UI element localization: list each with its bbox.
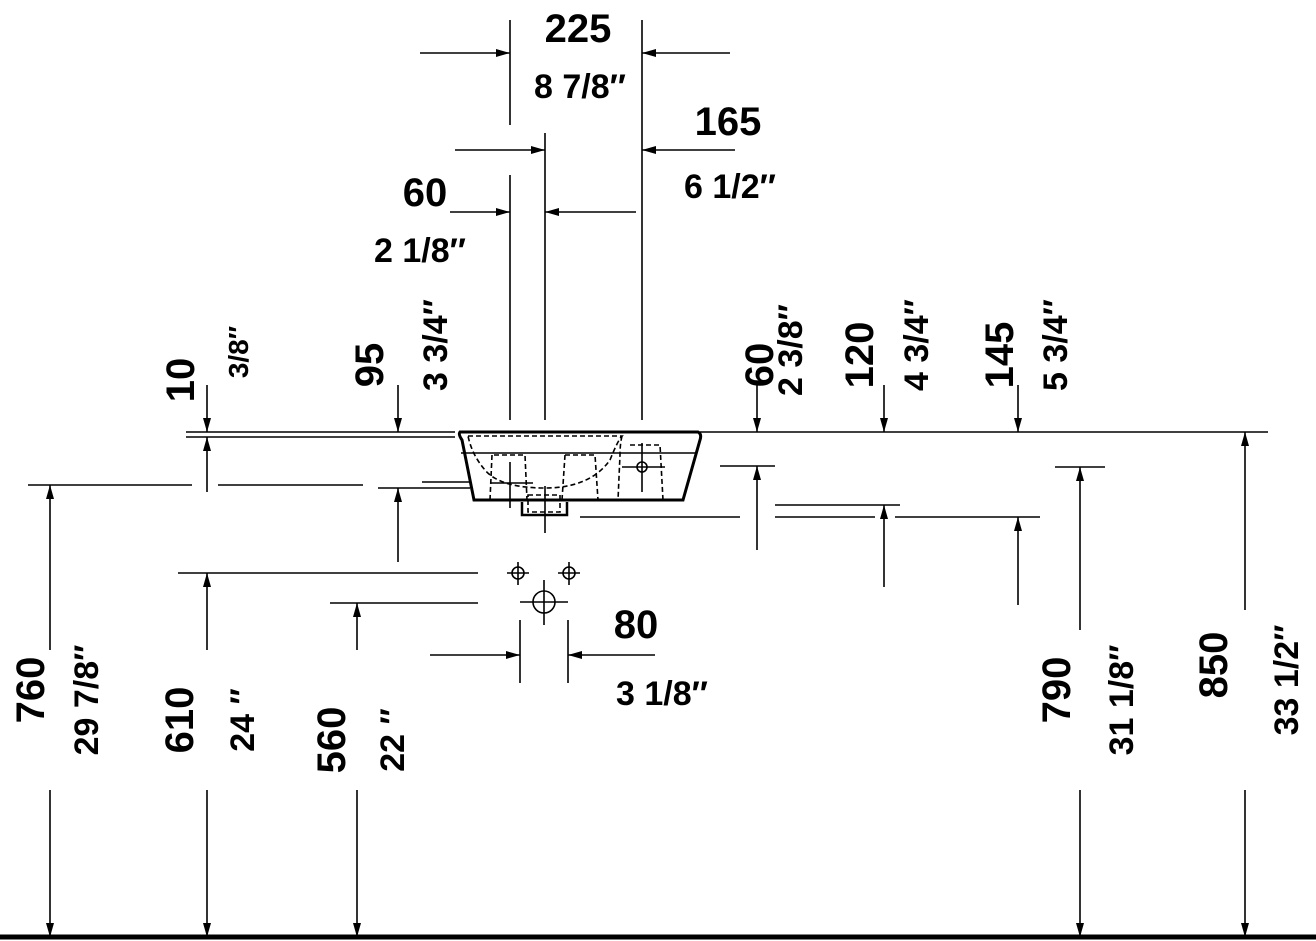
dim-850-mm: 850 [1192,632,1236,699]
basin-front-view [457,430,703,533]
dim-60-mm: 60 [403,171,448,215]
dim-760-inch: 29 7/8″ [68,645,106,756]
dim-60v-inch: 2 3/8″ [772,304,810,396]
dim-10-inch: 3/8″ [223,326,254,378]
reference-lines [28,20,1268,683]
dim-610-mm: 610 [158,687,202,754]
wall-connection-holes [507,562,580,625]
dim-850-inch: 33 1/2″ [1268,625,1306,736]
dim-145-inch: 5 3/4″ [1037,299,1075,391]
dim-560-inch: 22 ″ [374,708,412,772]
dim-10-mm: 10 [159,358,203,403]
dim-610-inch: 24 ″ [224,688,262,752]
dim-60v-mm: 60 [738,343,782,388]
dim-145-mm: 145 [978,322,1022,389]
dim-95-inch: 3 3/4″ [417,299,455,391]
dim-60-inch: 2 1/8″ [374,232,466,270]
dim-790-mm: 790 [1035,657,1079,724]
dim-120-mm: 120 [838,322,882,389]
dim-225-mm: 225 [545,7,612,51]
dim-120-inch: 4 3/4″ [898,299,936,391]
dim-165-mm: 165 [695,100,762,144]
dim-225-inch: 8 7/8″ [534,68,626,106]
dim-560-mm: 560 [310,707,354,774]
dim-80-inch: 3 1/8″ [616,675,708,713]
dim-95-mm: 95 [348,343,392,388]
dimension-arrows [46,49,1249,937]
dim-760-mm: 760 [9,657,53,724]
dim-790-inch: 31 1/8″ [1103,645,1141,756]
dim-80-mm: 80 [614,603,659,647]
dim-165-inch: 6 1/2″ [684,168,776,206]
